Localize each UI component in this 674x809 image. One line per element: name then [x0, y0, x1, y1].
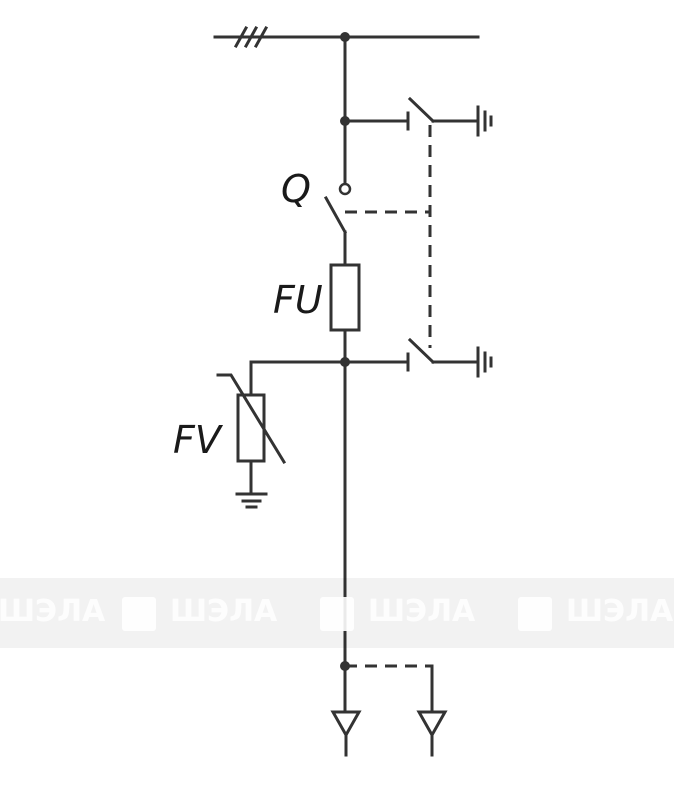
- watermark-logo-icon: [518, 597, 552, 631]
- watermark-text: ШЭЛА: [368, 594, 476, 629]
- switch-label: Q: [281, 167, 311, 211]
- watermark-text: ШЭЛА: [0, 594, 106, 629]
- ground-icon: [476, 105, 493, 137]
- switch-q: Q: [281, 167, 352, 235]
- upper-earthing-switch: [340, 96, 493, 137]
- watermark-logo-icon: [320, 597, 354, 631]
- cable-end-icon: [330, 710, 362, 757]
- lower-earthing-switch: [340, 337, 493, 378]
- fuse-fu: FU: [273, 263, 361, 332]
- watermark-text: ШЭЛА: [566, 594, 674, 629]
- cable-end-icon: [416, 710, 448, 757]
- ground-icon: [235, 492, 268, 509]
- arrester-label: FV: [173, 418, 224, 462]
- fuse-label: FU: [273, 278, 323, 322]
- watermark-logo-icon: [122, 597, 156, 631]
- watermark-text: ШЭЛА: [170, 594, 278, 629]
- mechanical-interlock: [345, 125, 432, 348]
- cable-terminations: [330, 661, 448, 757]
- watermark: ШЭЛА ШЭЛА ШЭЛА ШЭЛА: [0, 578, 674, 648]
- ground-icon: [476, 346, 493, 378]
- surge-arrester-fv: FV: [173, 360, 347, 509]
